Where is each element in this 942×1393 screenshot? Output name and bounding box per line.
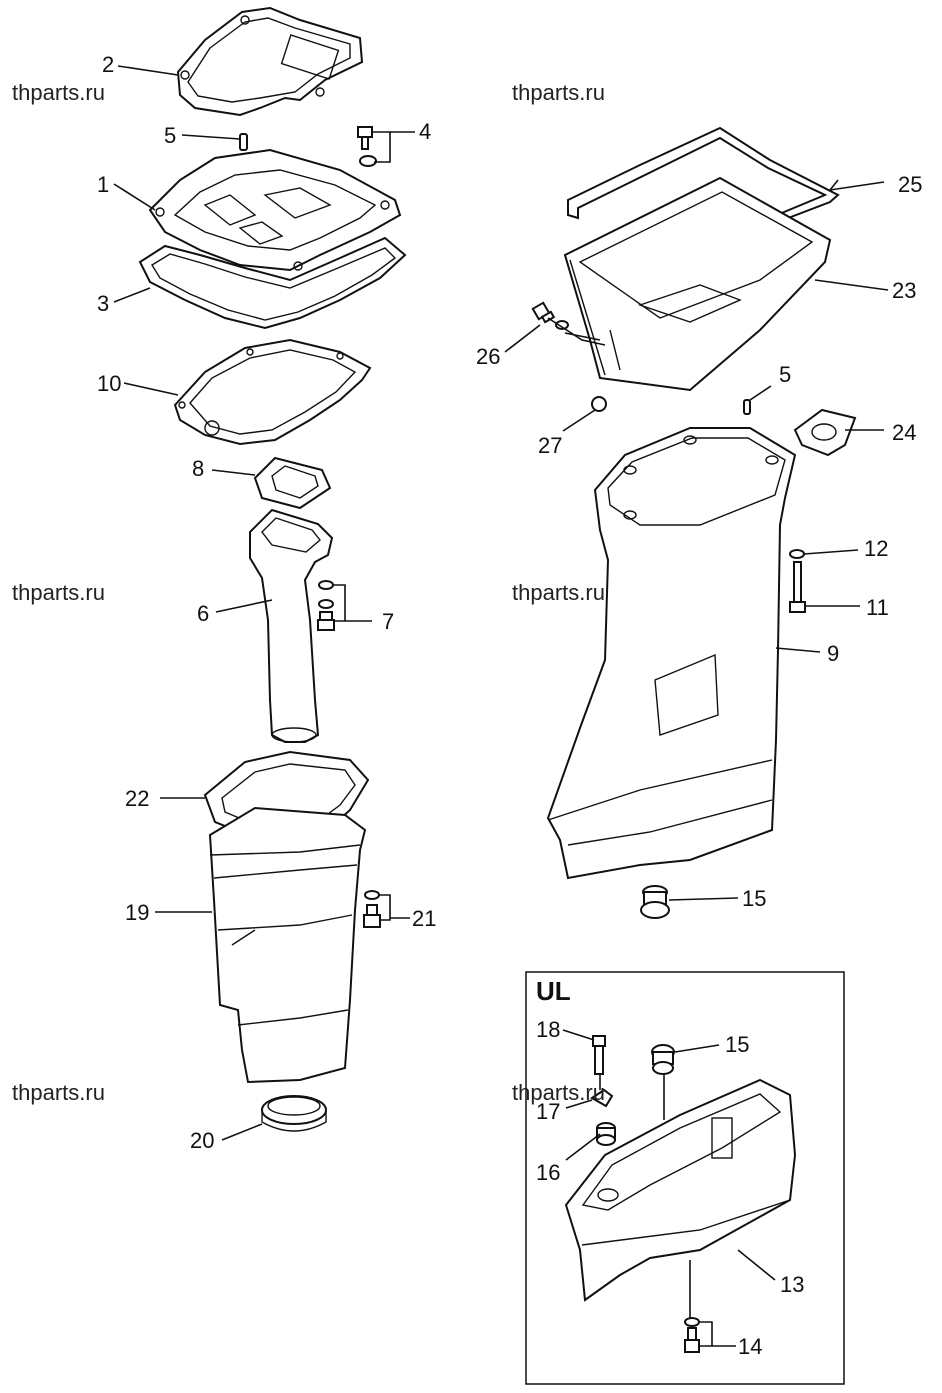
- part-16-bushing: [596, 1122, 616, 1146]
- callout-label: 10: [97, 371, 121, 396]
- callout-label: 11: [866, 595, 889, 620]
- part-15-grommet: [640, 885, 670, 919]
- watermark-text: thparts.ru: [12, 80, 105, 105]
- callout-label: 15: [725, 1032, 749, 1057]
- part-8-small-gasket: [253, 456, 332, 510]
- watermark-text: thparts.ru: [512, 580, 605, 605]
- callout-label: 16: [536, 1160, 560, 1185]
- callout-label: 1: [97, 172, 109, 197]
- part-13-lower-casing: [564, 1078, 797, 1302]
- part-21-bolt-washer: [363, 890, 381, 928]
- callout-label: 9: [827, 641, 839, 666]
- callout-label: 3: [97, 291, 109, 316]
- part-1-upper-plate: [148, 148, 402, 272]
- callout-label: 27: [538, 433, 562, 458]
- part-3-seal: [138, 236, 407, 330]
- callout-label: 26: [476, 344, 500, 369]
- part-15-grommet-inset: [651, 1044, 675, 1075]
- callout-label: 8: [192, 456, 204, 481]
- inset-title: UL: [536, 976, 571, 1006]
- part-18-bolt: [592, 1035, 606, 1075]
- part-5-dowel-pin: [239, 133, 248, 151]
- callout-label: 20: [190, 1128, 214, 1153]
- callout-label: 21: [412, 906, 436, 931]
- watermark-text: thparts.ru: [512, 80, 605, 105]
- callout-label: 22: [125, 786, 149, 811]
- part-24-gasket: [793, 408, 857, 457]
- part-17-clip: [590, 1088, 614, 1108]
- callout-label: 5: [779, 362, 791, 387]
- part-5-dowel-pin-right: [743, 399, 751, 415]
- part-10-gasket: [173, 338, 372, 446]
- callout-label: 13: [780, 1272, 804, 1297]
- part-12-washer: [789, 549, 805, 559]
- callout-label: 14: [738, 1334, 762, 1359]
- callout-label: 12: [864, 536, 888, 561]
- part-20-ring-seal: [261, 1095, 327, 1132]
- part-23-oil-pan: [563, 176, 832, 392]
- part-26-bolt-washer: [531, 301, 569, 330]
- callout-label: 25: [898, 172, 922, 197]
- leader-lines: [113, 65, 889, 1347]
- part-7-bolt-washers: [317, 580, 335, 631]
- part-19-muffler: [208, 806, 367, 1084]
- part-4-bolt-washer: [357, 126, 377, 167]
- watermark-text: thparts.ru: [12, 580, 105, 605]
- part-9-upper-casing: [546, 427, 797, 880]
- part-14-bolt-washer: [684, 1317, 700, 1353]
- ul-inset-frame: [525, 971, 845, 1385]
- callout-label: 23: [892, 278, 916, 303]
- watermark-text: thparts.ru: [12, 1080, 105, 1105]
- callout-label: 7: [382, 609, 394, 634]
- part-6-exhaust-pipe: [249, 508, 334, 743]
- part-2-gasket: [176, 6, 364, 117]
- part-27-nut: [591, 396, 607, 412]
- callout-label: 5: [164, 123, 176, 148]
- callout-label: 17: [536, 1099, 560, 1124]
- callout-label: 24: [892, 420, 916, 445]
- callout-label: 15: [742, 886, 766, 911]
- part-11-bolt: [789, 561, 806, 613]
- callout-label: 18: [536, 1017, 560, 1042]
- watermark-text: thparts.ru: [512, 1080, 605, 1105]
- callout-label: 2: [102, 52, 114, 77]
- callout-label: 6: [197, 601, 209, 626]
- callout-label: 19: [125, 900, 149, 925]
- callout-label: 4: [419, 119, 431, 144]
